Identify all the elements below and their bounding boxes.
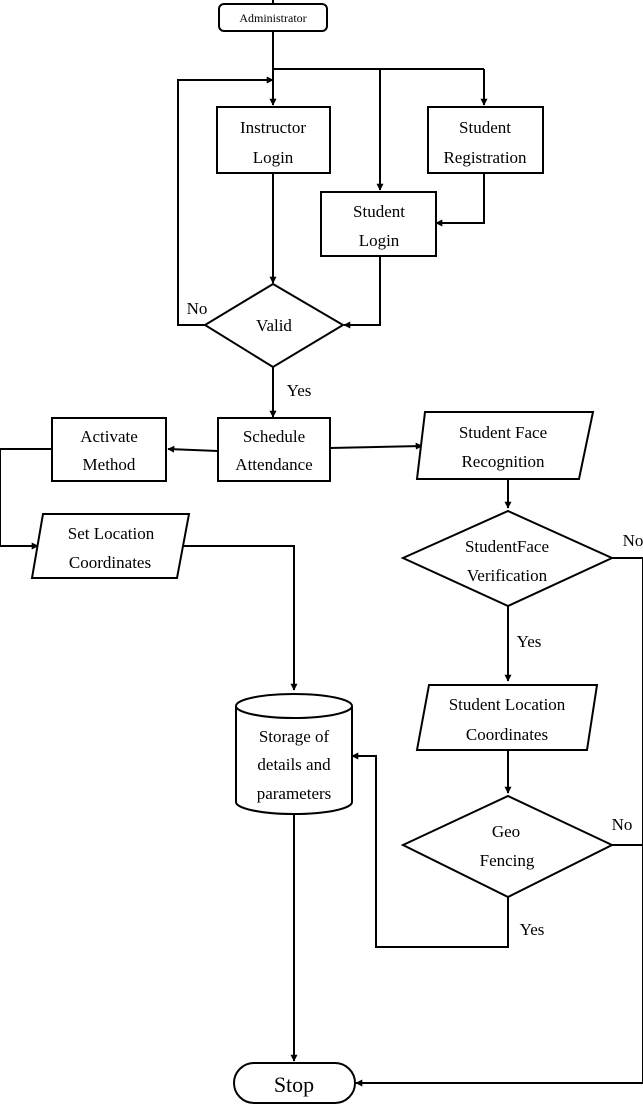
geo-fencing-label-line1: Geo (492, 822, 520, 841)
set-location-label-line1: Set Location (68, 524, 155, 543)
edge-labels: No Yes No Yes No Yes (187, 299, 643, 939)
student-face-verification-label-line1: StudentFace (465, 537, 549, 556)
student-face-recognition-shape (415, 411, 595, 480)
student-login-label-line2: Login (359, 231, 400, 250)
storage-label-line3: parameters (257, 784, 332, 803)
activate-method-label-line1: Activate (80, 427, 138, 446)
node-set-location-coordinates: Set Location Coordinates (30, 513, 191, 579)
node-valid: Valid (203, 282, 345, 369)
node-student-face-verification: StudentFace Verification (400, 509, 615, 608)
edge-student-login-to-valid (343, 256, 381, 329)
set-location-label-line2: Coordinates (69, 553, 151, 572)
student-registration-label-line2: Registration (443, 148, 527, 167)
schedule-attendance-label-line1: Schedule (243, 427, 305, 446)
storage-label-line2: details and (257, 755, 331, 774)
valid-label: Valid (256, 316, 292, 335)
node-administrator: Administrator (218, 3, 328, 32)
edge-valid-no-loop (177, 76, 274, 326)
activate-method-shape (51, 417, 167, 482)
storage-label-line1: Storage of (259, 727, 330, 746)
edge-geo-yes-to-storage (351, 752, 509, 948)
student-location-shape (415, 684, 599, 751)
geo-yes-label: Yes (520, 920, 545, 939)
edge-schedule-to-face-recognition (329, 442, 423, 450)
schedule-attendance-label-line2: Attendance (235, 455, 312, 474)
edge-activate-to-set-location (0, 448, 52, 550)
geo-no-label: No (612, 815, 633, 834)
node-activate-method: Activate Method (51, 417, 167, 482)
node-storage: Storage of details and parameters (235, 693, 353, 815)
edge-schedule-to-activate (167, 445, 219, 453)
edges (0, 0, 643, 1087)
instructor-login-shape (216, 106, 331, 174)
node-student-registration: Student Registration (427, 106, 544, 174)
node-student-location-coordinates: Student Location Coordinates (415, 684, 599, 751)
instructor-login-label-line1: Instructor (240, 118, 306, 137)
node-stop: Stop (233, 1062, 356, 1104)
valid-yes-label: Yes (287, 381, 312, 400)
set-location-shape (30, 513, 191, 579)
verification-no-label: No (623, 531, 643, 550)
schedule-attendance-shape (217, 417, 331, 482)
valid-no-label: No (187, 299, 208, 318)
activate-method-label-line2: Method (83, 455, 136, 474)
student-face-recognition-label-line2: Recognition (461, 452, 545, 471)
valid-shape (203, 282, 345, 369)
verification-yes-label: Yes (517, 632, 542, 651)
student-face-verification-label-line2: Verification (467, 566, 548, 585)
student-login-label-line1: Student (353, 202, 405, 221)
node-student-login: Student Login (320, 191, 437, 257)
storage-body-shape (235, 693, 353, 815)
instructor-login-label-line2: Login (253, 148, 294, 167)
student-registration-label-line1: Student (459, 118, 511, 137)
student-face-recognition-label-line1: Student Face (459, 423, 547, 442)
administrator-shape (218, 3, 328, 32)
student-registration-shape (427, 106, 544, 174)
stop-shape (233, 1062, 356, 1104)
node-geo-fencing: Geo Fencing (400, 794, 615, 899)
student-location-label-line1: Student Location (449, 695, 566, 714)
node-instructor-login: Instructor Login (216, 106, 331, 174)
student-face-verification-shape (400, 509, 615, 608)
administrator-label: Administrator (239, 11, 306, 25)
edge-registration-to-student-login (435, 173, 485, 227)
stop-label: Stop (274, 1072, 314, 1097)
geo-fencing-label-line2: Fencing (480, 851, 535, 870)
edge-verification-no-rail (612, 557, 643, 1083)
edge-set-location-to-storage (181, 545, 298, 691)
geo-fencing-shape (400, 794, 615, 899)
node-schedule-attendance: Schedule Attendance (217, 417, 331, 482)
student-location-label-line2: Coordinates (466, 725, 548, 744)
student-login-shape (320, 191, 437, 257)
storage-top-rim (235, 705, 353, 719)
node-student-face-recognition: Student Face Recognition (415, 411, 595, 480)
